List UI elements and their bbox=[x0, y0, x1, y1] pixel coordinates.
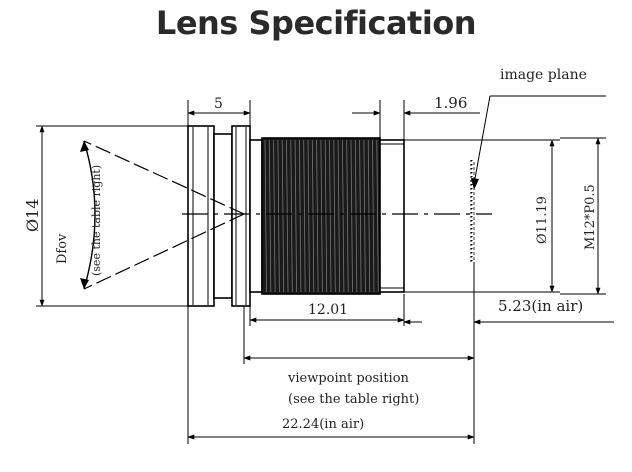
dim-thread-label: M12*P0.5 bbox=[583, 184, 598, 250]
image-plane-label: image plane bbox=[500, 67, 587, 83]
dim-196-label: 1.96 bbox=[434, 94, 467, 112]
second-ring bbox=[213, 133, 233, 299]
thread-groove bbox=[264, 139, 267, 293]
thread-groove bbox=[307, 139, 310, 293]
fov-arrow-bottom bbox=[80, 278, 89, 289]
thread-groove bbox=[372, 139, 375, 293]
thread-groove bbox=[281, 139, 285, 293]
dfov-label: Dfov bbox=[55, 233, 70, 264]
thread-groove bbox=[346, 139, 349, 293]
thread-groove bbox=[286, 139, 289, 293]
dim-196 bbox=[352, 100, 480, 140]
rear-barrel bbox=[379, 139, 405, 293]
thread-groove bbox=[333, 139, 336, 293]
dim-1201-label: 12.01 bbox=[308, 302, 348, 318]
image-plane bbox=[470, 160, 475, 262]
front-flange bbox=[187, 125, 215, 307]
thread-groove bbox=[337, 139, 340, 293]
thread-groove bbox=[303, 139, 306, 293]
dim-phi1119 bbox=[404, 139, 560, 293]
dim-2224 bbox=[187, 306, 475, 444]
thread-groove bbox=[273, 139, 276, 293]
fov-arrow-top bbox=[80, 141, 89, 152]
thread-groove bbox=[363, 139, 366, 293]
field-of-view bbox=[83, 140, 245, 290]
dim-2224-label: 22.24(in air) bbox=[282, 417, 364, 432]
dim-thread bbox=[560, 137, 606, 295]
thread-groove bbox=[359, 139, 362, 293]
thread-groove bbox=[316, 139, 319, 293]
dim-5-label: 5 bbox=[214, 96, 223, 112]
thread-groove bbox=[290, 139, 293, 293]
thread-grooves bbox=[264, 139, 379, 293]
thread-groove bbox=[294, 139, 297, 293]
dim-523 bbox=[403, 262, 614, 444]
dim-phi14-label: Ø14 bbox=[23, 199, 42, 232]
thread-groove bbox=[311, 139, 315, 293]
thread-groove bbox=[329, 139, 332, 293]
thread-groove bbox=[299, 139, 302, 293]
dim-phi14 bbox=[36, 125, 188, 307]
thread-groove bbox=[324, 139, 328, 293]
thread-groove bbox=[342, 139, 345, 293]
dim-523-label: 5.23(in air) bbox=[498, 297, 583, 315]
viewpoint-position-label: viewpoint position bbox=[287, 371, 410, 386]
dim-5 bbox=[187, 100, 251, 126]
thread-groove bbox=[354, 139, 358, 293]
page-title: Lens Specification bbox=[155, 4, 477, 42]
viewpoint-see-table-label: (see the table right) bbox=[288, 392, 419, 407]
fov-see-table-label: (see the table right) bbox=[90, 165, 103, 276]
thread-groove bbox=[367, 139, 371, 293]
barrel-stub bbox=[249, 139, 263, 293]
thread-groove bbox=[277, 139, 280, 293]
dim-viewpoint bbox=[243, 306, 475, 364]
thread-groove bbox=[320, 139, 323, 293]
dim-phi1119-label: Ø11.19 bbox=[535, 196, 550, 244]
image-plane-leader-arrow bbox=[471, 178, 479, 190]
thread-groove bbox=[350, 139, 353, 293]
thread-groove bbox=[376, 139, 379, 293]
thread-groove bbox=[268, 139, 272, 293]
